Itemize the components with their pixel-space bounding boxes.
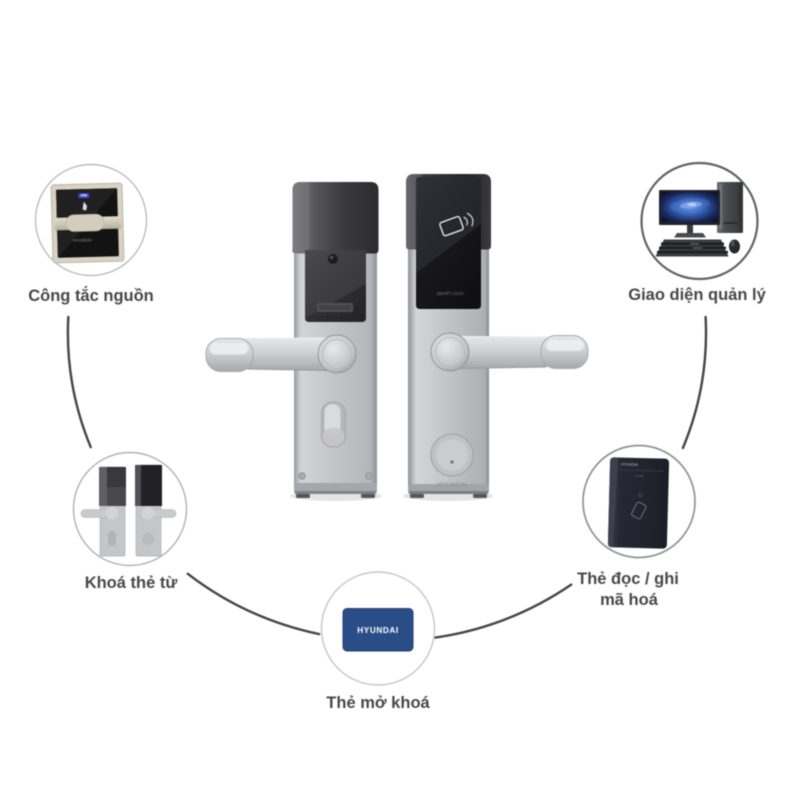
svg-text:Khoá thẻ từ: Khoá thẻ từ	[85, 574, 178, 592]
svg-text:mã hoá: mã hoá	[600, 591, 659, 609]
svg-text:HYUNDAI: HYUNDAI	[73, 237, 92, 242]
svg-text:Giao diện quản lý: Giao diện quản lý	[628, 286, 766, 304]
svg-text:Thẻ đọc / ghi: Thẻ đọc / ghi	[577, 570, 679, 588]
svg-text:HYUNDAI: HYUNDAI	[437, 483, 467, 489]
svg-text:Công tắc nguồn: Công tắc nguồn	[28, 286, 154, 305]
svg-text:HYUNDAI: HYUNDAI	[621, 463, 638, 467]
svg-text:HYUNDAI: HYUNDAI	[357, 626, 399, 635]
svg-text:Thẻ mở khoá: Thẻ mở khoá	[326, 694, 430, 712]
svg-text:smart: smart	[635, 474, 644, 478]
svg-text:SMART LOCK: SMART LOCK	[436, 291, 463, 296]
